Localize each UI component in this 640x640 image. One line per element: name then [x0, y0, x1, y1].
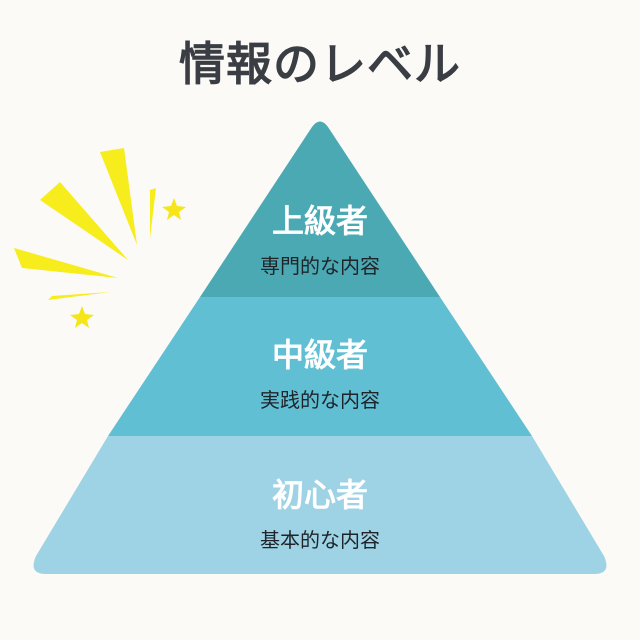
tier-bottom-description: 基本的な内容 [260, 528, 380, 552]
tier-middle: 中級者 実践的な内容 [0, 330, 640, 413]
star-icon [162, 198, 186, 220]
burst-ray [48, 292, 110, 300]
burst-ray [14, 248, 118, 278]
tier-top-name: 上級者 [271, 202, 368, 240]
burst-ray [40, 182, 128, 260]
tier-top: 上級者 専門的な内容 [0, 196, 640, 279]
tier-bottom-name: 初心者 [271, 476, 368, 514]
star-icon [70, 306, 94, 328]
tier-middle-description: 実践的な内容 [260, 388, 380, 412]
tier-top-description: 専門的な内容 [260, 254, 380, 278]
tier-bottom: 初心者 基本的な内容 [0, 470, 640, 553]
tier-middle-name: 中級者 [271, 336, 368, 374]
tier-bottom-shape [33, 436, 607, 574]
tier-middle-shape [108, 297, 532, 436]
burst-decoration [14, 148, 186, 328]
burst-ray [150, 188, 156, 238]
page-title: 情報のレベル [179, 37, 461, 91]
burst-ray [100, 148, 137, 245]
tier-top-shape [200, 121, 440, 297]
